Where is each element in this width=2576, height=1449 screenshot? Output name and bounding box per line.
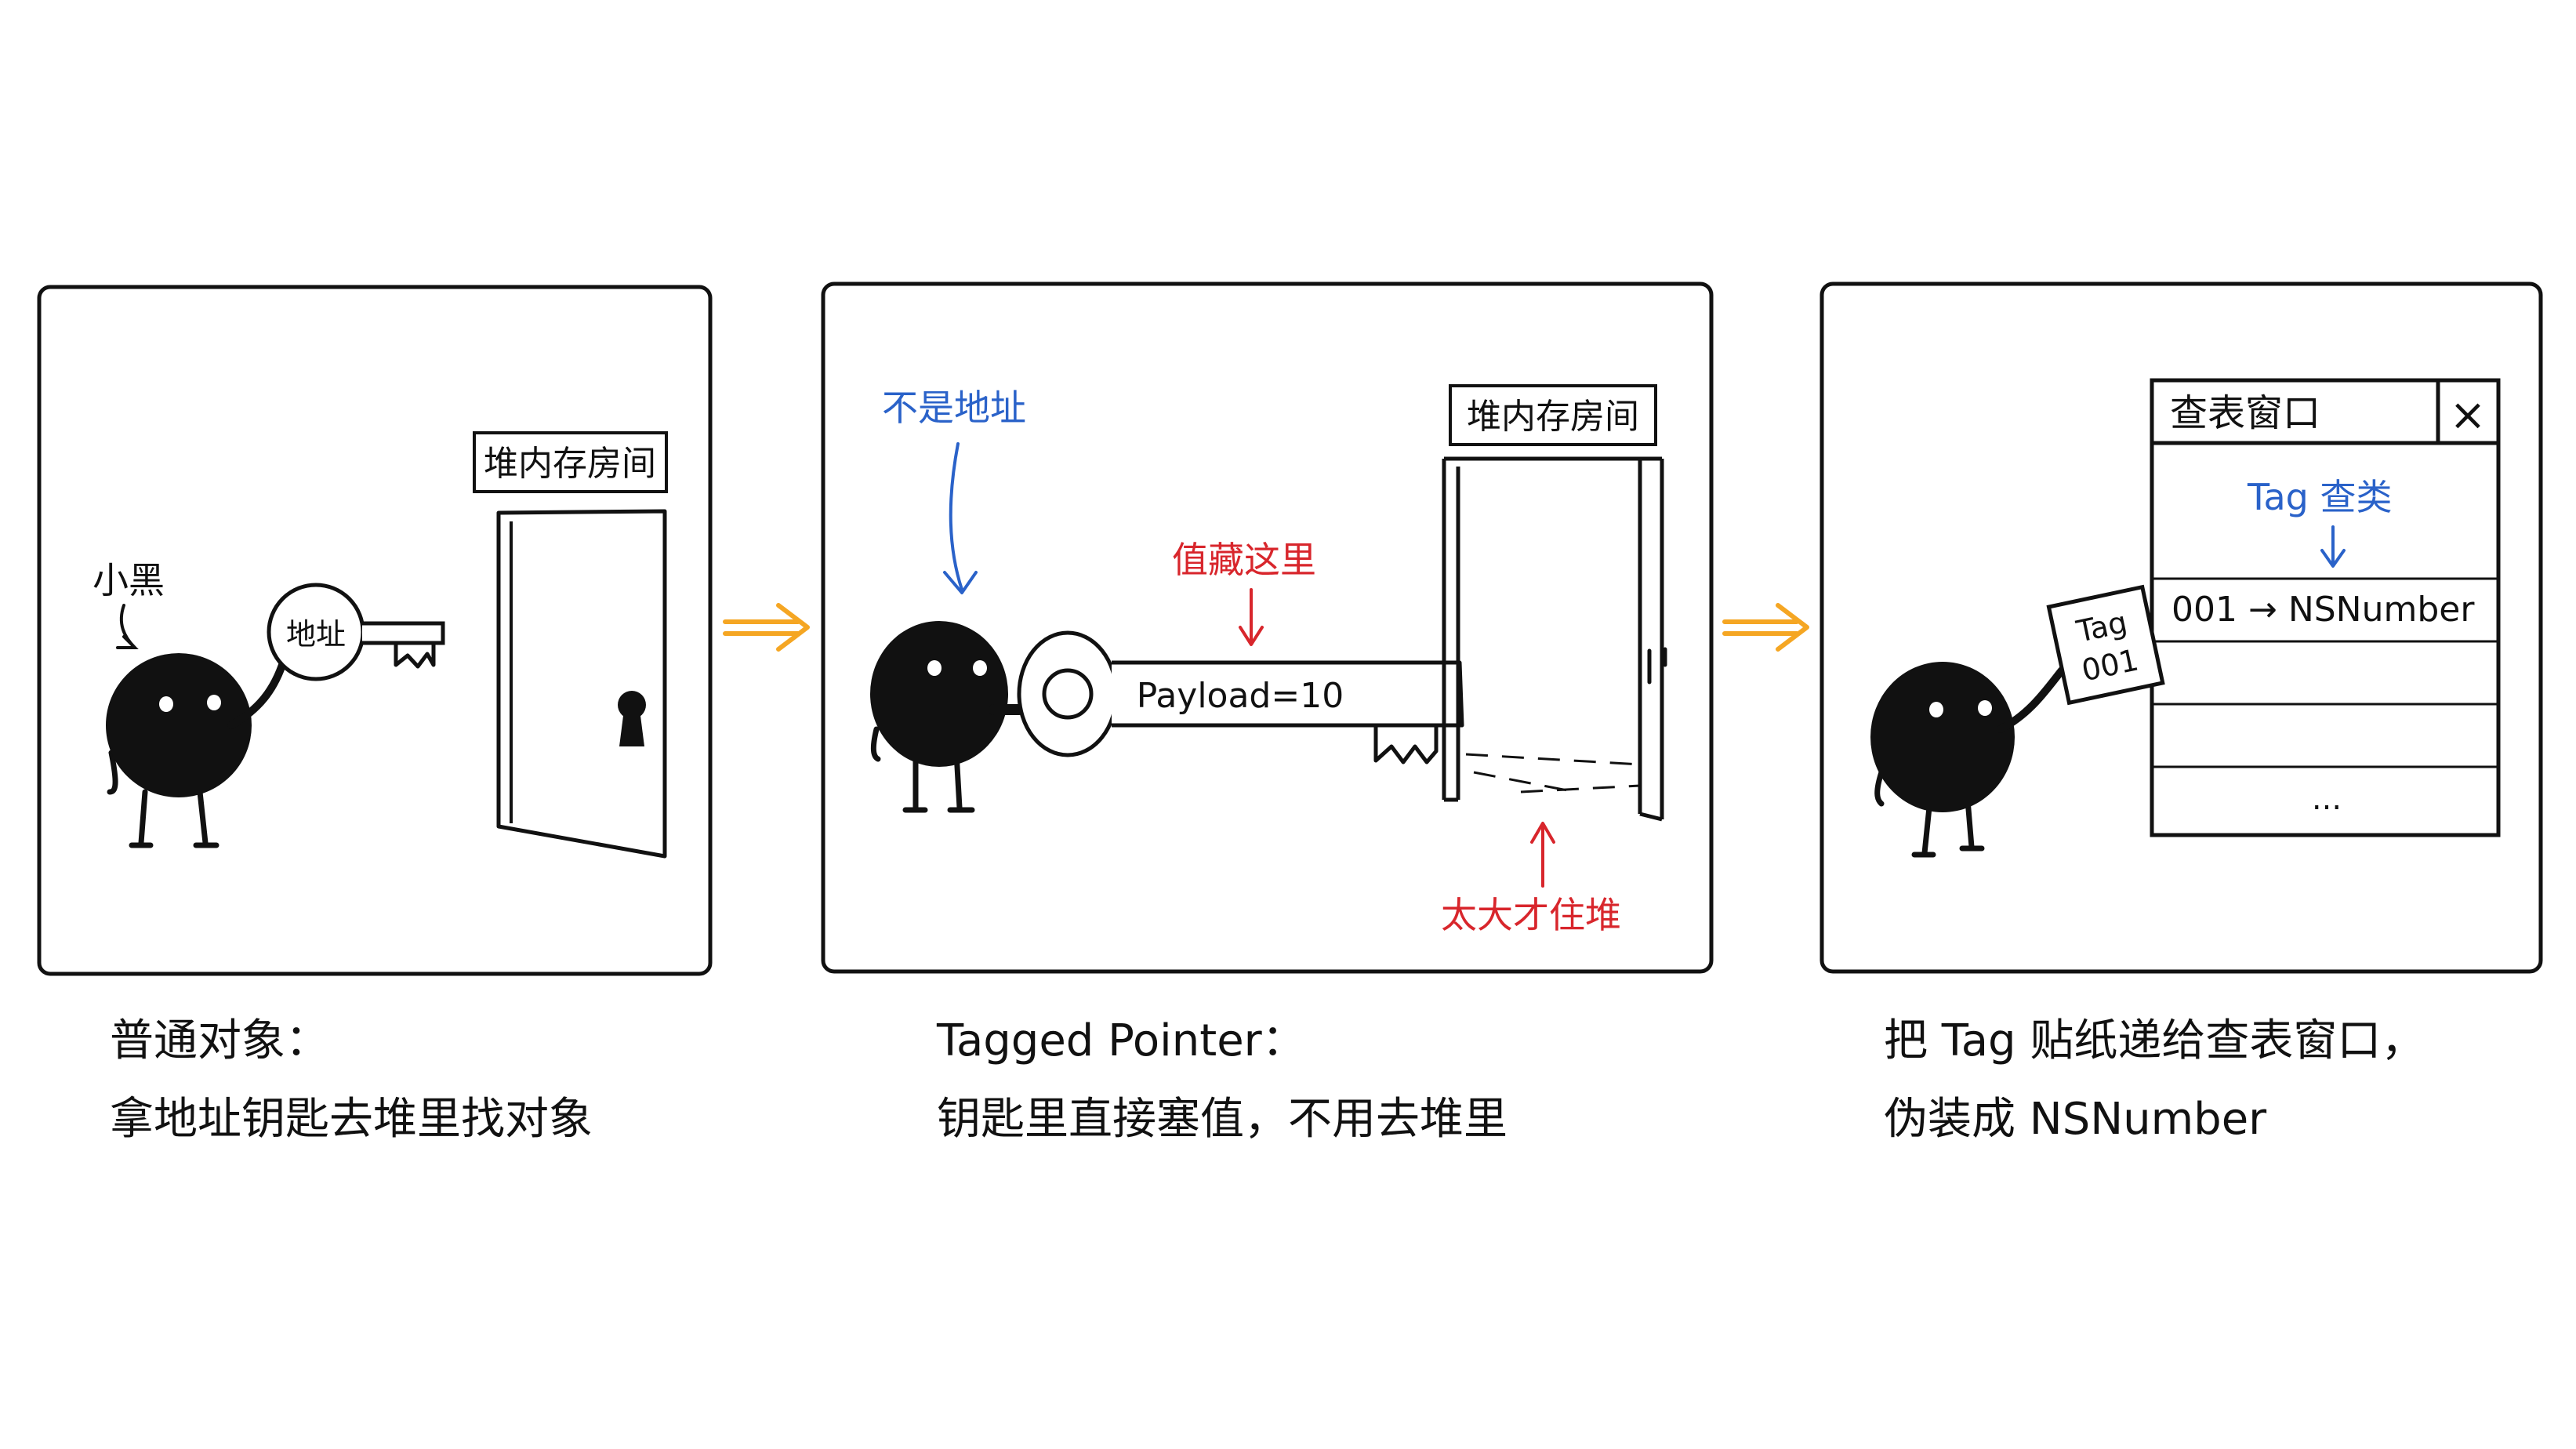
character-figure [870,621,1025,813]
close-icon[interactable]: × [2450,390,2487,441]
tag-lookup-annotation: Tag 查类 [2247,476,2393,518]
key-icon [267,583,445,681]
lookup-window [2150,378,2501,837]
caption-line: 普通对象： [110,1015,329,1066]
room-sign-label: 堆内存房间 [1467,397,1639,437]
caption-normal-object: 普通对象： 拿地址钥匙去堆里找对象 [110,1002,593,1159]
keyhole-icon [618,691,646,746]
tag-sticker-icon: Tag 001 [2046,584,2165,706]
panel-tag-lookup: 查表窗口 × Tag 查类 001 → NSNumber ... Tag 001 [1820,281,2543,974]
caption-line: Tagged Pointer： [937,1015,1306,1066]
caption-line: 钥匙里直接塞值，不用去堆里 [937,1094,1508,1145]
door-icon [1442,456,1667,822]
character-figure [106,653,288,848]
lookup-window-title: 查表窗口 [2170,391,2320,435]
not-address-annotation: 不是地址 [882,387,1026,429]
door-icon [496,509,667,859]
panel-normal-object: 小黑 地址 堆内存房间 [37,285,713,976]
caption-tag-lookup: 把 Tag 贴纸递给查表窗口， 伪装成 NSNumber [1884,1002,2425,1159]
character-label: 小黑 [93,559,165,601]
room-sign-label: 堆内存房间 [484,444,656,484]
table-row-ellipsis: ... [2312,781,2342,817]
table-rules [2152,577,2498,768]
not-address-arrow [949,442,963,591]
caption-line: 拿地址钥匙去堆里找对象 [110,1094,593,1145]
payload-label: Payload=10 [1137,676,1344,716]
panel-tagged-pointer: 不是地址 值藏这里 Payload=10 堆内存房间 [821,281,1714,974]
caption-line: 伪装成 NSNumber [1884,1094,2267,1145]
caption-line: 把 Tag 贴纸递给查表窗口， [1884,1015,2425,1066]
character-figure [1870,662,2066,858]
room-sign [1449,384,1657,446]
key-icon [1017,630,1464,764]
panel-2-frame [821,281,1714,974]
flow-arrow-icon [1722,603,1809,652]
too-big-annotation: 太大才住堆 [1441,894,1621,936]
key-address-label: 地址 [286,617,346,652]
table-row-mapping: 001 → NSNumber [2171,590,2475,630]
flow-arrow-icon [723,603,810,652]
room-sign [473,431,668,493]
value-hidden-annotation: 值藏这里 [1172,539,1316,581]
caption-tagged-pointer: Tagged Pointer： 钥匙里直接塞值，不用去堆里 [937,1002,1508,1159]
